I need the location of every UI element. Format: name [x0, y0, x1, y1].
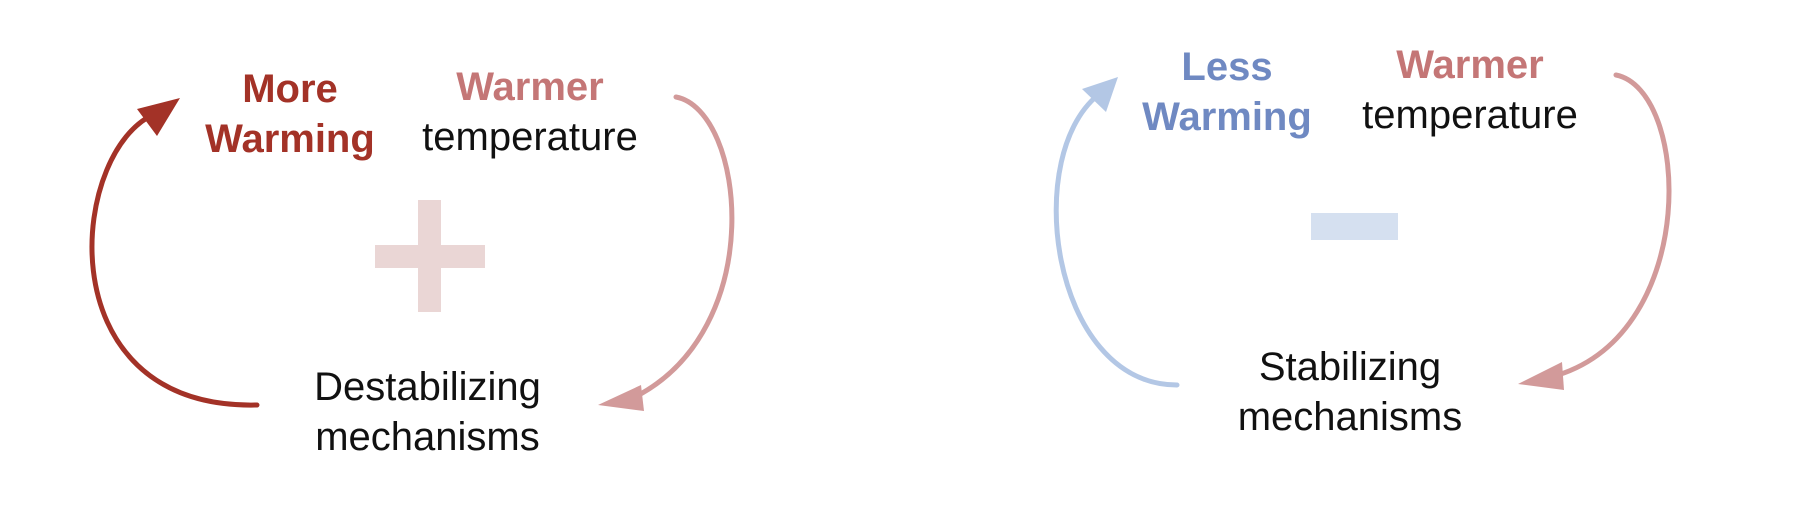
left-outcome-line1: More	[242, 67, 338, 111]
left-mechanism-label: Destabilizing mechanisms	[285, 362, 570, 462]
left-outcome-label: More Warming	[190, 64, 390, 164]
right-trigger-label: Warmer temperature	[1345, 40, 1595, 140]
right-outcome-line1: Less	[1181, 45, 1273, 89]
left-return-arrowhead	[137, 98, 180, 136]
right-return-arrow	[1053, 89, 1180, 388]
right-return-arrowhead	[1082, 77, 1118, 112]
right-outcome-label: Less Warming	[1137, 42, 1317, 142]
left-forward-arrowhead	[598, 385, 644, 411]
left-trigger-rest: temperature	[422, 115, 638, 159]
right-forward-arrow	[1555, 72, 1672, 378]
left-mechanism-line2: mechanisms	[315, 415, 540, 459]
right-outcome-line2: Warming	[1142, 95, 1312, 139]
left-forward-arrow	[630, 94, 735, 401]
left-outcome-line2: Warming	[205, 117, 375, 161]
right-mechanism-line1: Stabilizing	[1258, 345, 1442, 389]
right-mechanism-line2: mechanisms	[1237, 395, 1463, 439]
plus-sign	[375, 200, 485, 312]
left-mechanism-line1: Destabilizing	[314, 365, 541, 409]
right-mechanism-label: Stabilizing mechanisms	[1210, 342, 1490, 442]
right-trigger-rest: temperature	[1362, 93, 1578, 137]
right-trigger-highlight: Warmer	[1396, 43, 1544, 87]
left-return-arrow	[89, 109, 260, 408]
left-trigger-label: Warmer temperature	[405, 62, 655, 162]
left-trigger-highlight: Warmer	[456, 65, 604, 109]
minus-sign	[1311, 213, 1398, 240]
right-forward-arrowhead	[1518, 362, 1564, 390]
